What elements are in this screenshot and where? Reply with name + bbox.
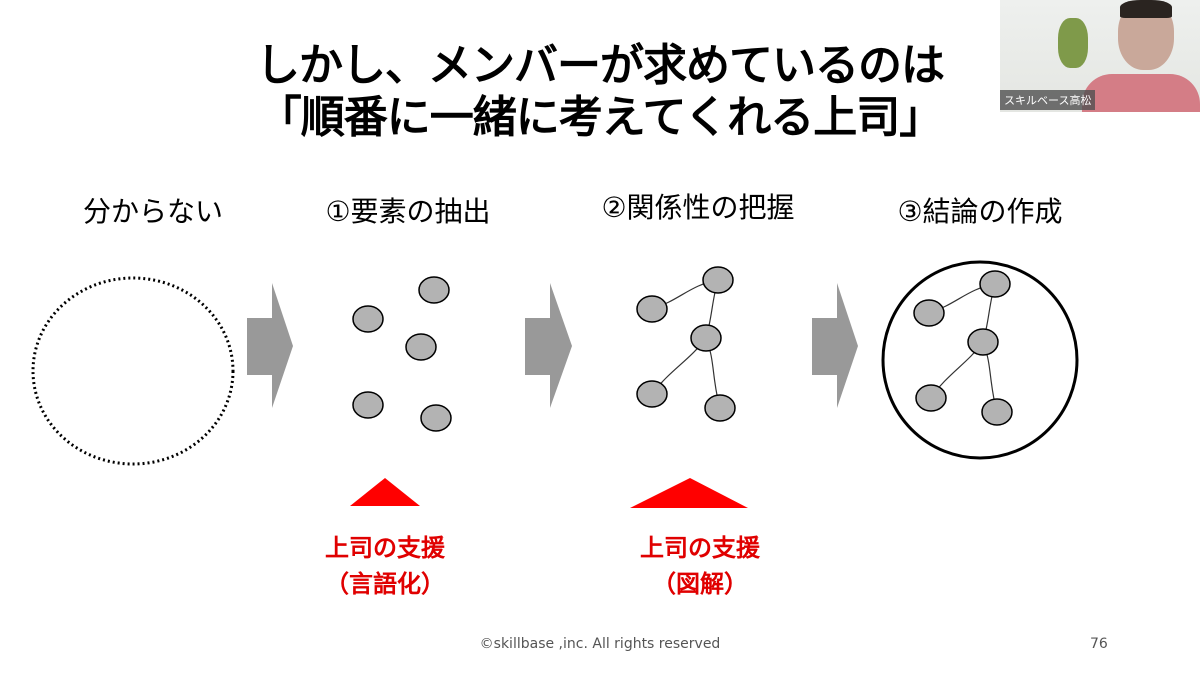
conclusion-circle <box>881 260 1079 460</box>
extracted-nodes <box>352 276 452 432</box>
page-number: 76 <box>1090 636 1108 652</box>
step-unknown: 分からない <box>82 195 223 228</box>
speaker-hair <box>1120 0 1172 18</box>
arrow-icon <box>812 283 858 408</box>
speaker-shirt <box>1082 74 1200 112</box>
conclusion-nodes <box>913 270 1013 426</box>
slide-title-line2: 「順番に一緒に考えてくれる上司」 <box>257 92 943 143</box>
relation-nodes <box>636 266 736 422</box>
support-triangle-small <box>350 478 420 506</box>
arrow-icon <box>525 283 572 408</box>
speaker-name: スキルベース高松 <box>1000 90 1096 110</box>
arrow-icon <box>247 283 293 408</box>
support-triangle-large <box>630 478 748 508</box>
slide-title-line1: しかし、メンバーが求めているのは <box>256 40 945 91</box>
unknown-dotted-circle <box>31 276 235 466</box>
arrows <box>247 283 858 408</box>
copyright: ©skillbase ,inc. All rights reserved <box>479 636 721 652</box>
step-extract: ①要素の抽出 <box>325 195 491 228</box>
support-detail: （言語化） <box>325 570 445 598</box>
step-relation: ②関係性の把握 <box>601 191 795 224</box>
support-detail: （図解） <box>652 570 748 598</box>
support-label: 上司の支援 <box>640 534 760 562</box>
support-verbalize: 上司の支援 （言語化） <box>285 530 485 602</box>
support-diagram: 上司の支援 （図解） <box>600 530 800 602</box>
plant-image <box>1058 18 1088 68</box>
step-conclusion: ③結論の作成 <box>897 195 1063 228</box>
speaker-video: スキルベース高松 <box>1000 0 1200 112</box>
support-label: 上司の支援 <box>325 534 445 562</box>
